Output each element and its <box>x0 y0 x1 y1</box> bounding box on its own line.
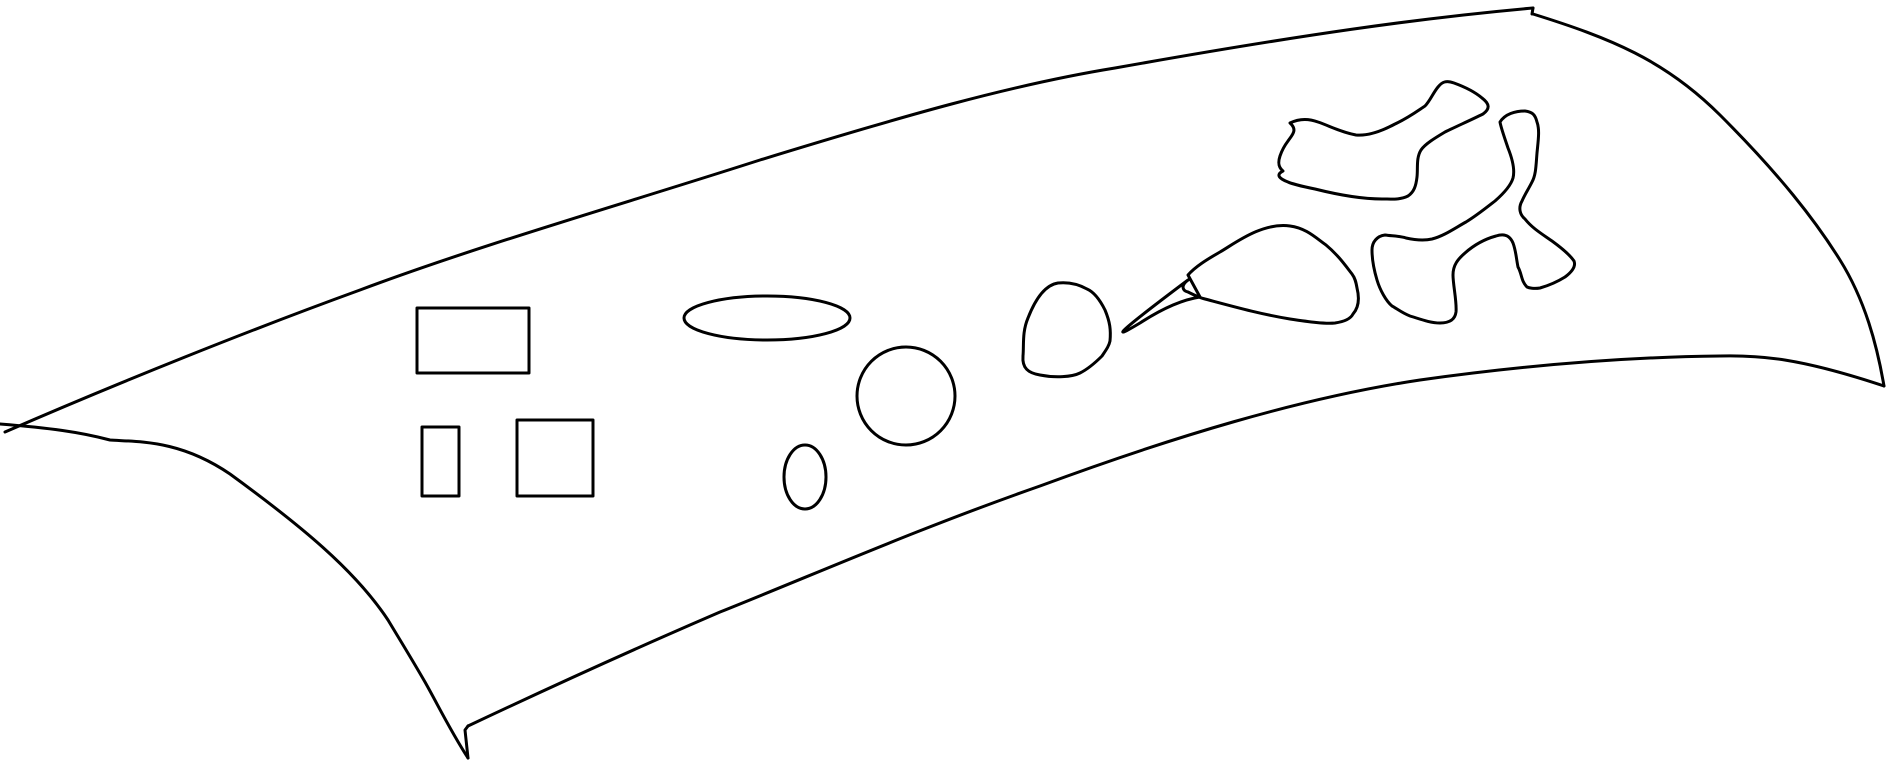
lobed-blob <box>1279 82 1488 200</box>
blob-shapes <box>1023 82 1575 377</box>
sheet-outline <box>0 8 1884 758</box>
rectangle-tall <box>422 427 459 496</box>
round-shapes <box>684 296 955 509</box>
sheet-bottom-edge <box>468 356 1884 726</box>
square <box>517 420 593 496</box>
ellipse-tall <box>784 445 826 509</box>
sheet-right-edge <box>1533 14 1884 386</box>
polygon-shapes <box>417 308 593 496</box>
rounded-blob <box>1023 283 1110 377</box>
circle <box>857 347 955 445</box>
rectangle-wide <box>417 308 529 373</box>
pointed-blob <box>1123 226 1359 333</box>
sheet-top-edge <box>5 8 1533 432</box>
ellipse-wide <box>684 296 850 340</box>
sheet-left-edge <box>0 424 468 758</box>
zigzag-blob <box>1372 111 1575 323</box>
